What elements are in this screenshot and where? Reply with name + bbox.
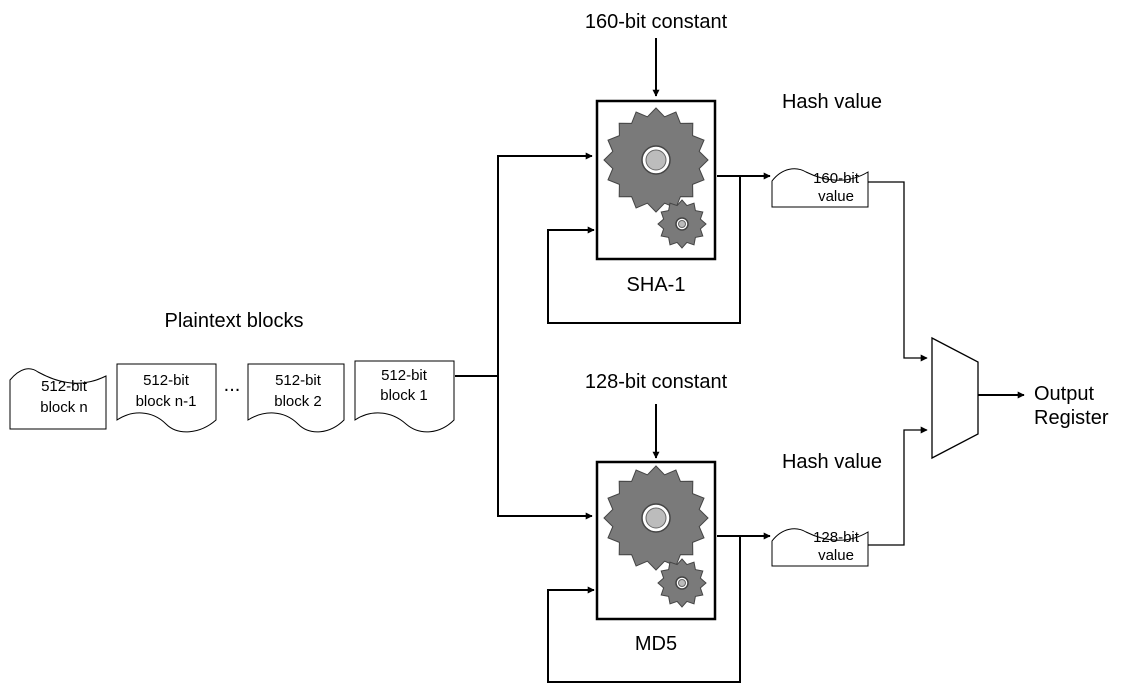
plaintext-block: 512-bit block 2 [247, 363, 345, 433]
svg-text:512-bit: 512-bit [275, 372, 322, 389]
plaintext-block: 512-bit block 1 [354, 360, 455, 433]
svg-text:value: value [818, 188, 854, 205]
sha1-to-combiner-arrow [868, 181, 928, 362]
plaintext-block: 512-bit block n-1 [116, 363, 217, 433]
output-label-line2: Register [1034, 407, 1109, 429]
feed-to-md5-arrow [497, 376, 593, 520]
hash-value-label-bottom: Hash value [782, 451, 882, 473]
svg-text:block n: block n [40, 399, 88, 416]
svg-text:160-bit: 160-bit [813, 170, 860, 187]
svg-text:value: value [818, 547, 854, 564]
gear-hole-inner [678, 579, 686, 587]
sha1-label: SHA-1 [627, 274, 686, 296]
svg-text:512-bit: 512-bit [143, 372, 190, 389]
md5-label: MD5 [635, 633, 677, 655]
gear-hole-inner [645, 507, 667, 529]
sha1-gears [603, 107, 709, 249]
hash-value-label-top: Hash value [782, 91, 882, 113]
md5-to-combiner-arrow [868, 426, 928, 546]
svg-text:block n-1: block n-1 [136, 393, 197, 410]
sha1-hash-value-doc: 160-bit value [771, 168, 869, 208]
md5-hash-value-doc: 128-bit value [771, 528, 869, 567]
svg-text:512-bit: 512-bit [381, 367, 428, 384]
svg-text:512-bit: 512-bit [41, 378, 88, 395]
gear-hole-inner [645, 149, 667, 171]
svg-text:128-bit: 128-bit [813, 529, 860, 546]
blocks-ellipsis: ... [224, 374, 241, 396]
md5-constant-label: 128-bit constant [585, 371, 728, 393]
svg-text:block 1: block 1 [380, 387, 428, 404]
feed-to-sha1-arrow [497, 152, 593, 376]
output-label-line1: Output [1034, 383, 1094, 405]
sha-constant-label: 160-bit constant [585, 11, 728, 33]
plaintext-title: Plaintext blocks [165, 310, 304, 332]
svg-text:block 2: block 2 [274, 393, 322, 410]
md5-gears [603, 465, 709, 608]
combiner-mux [931, 336, 979, 460]
gear-hole-inner [678, 220, 686, 228]
plaintext-block: 512-bit block n [9, 368, 107, 430]
